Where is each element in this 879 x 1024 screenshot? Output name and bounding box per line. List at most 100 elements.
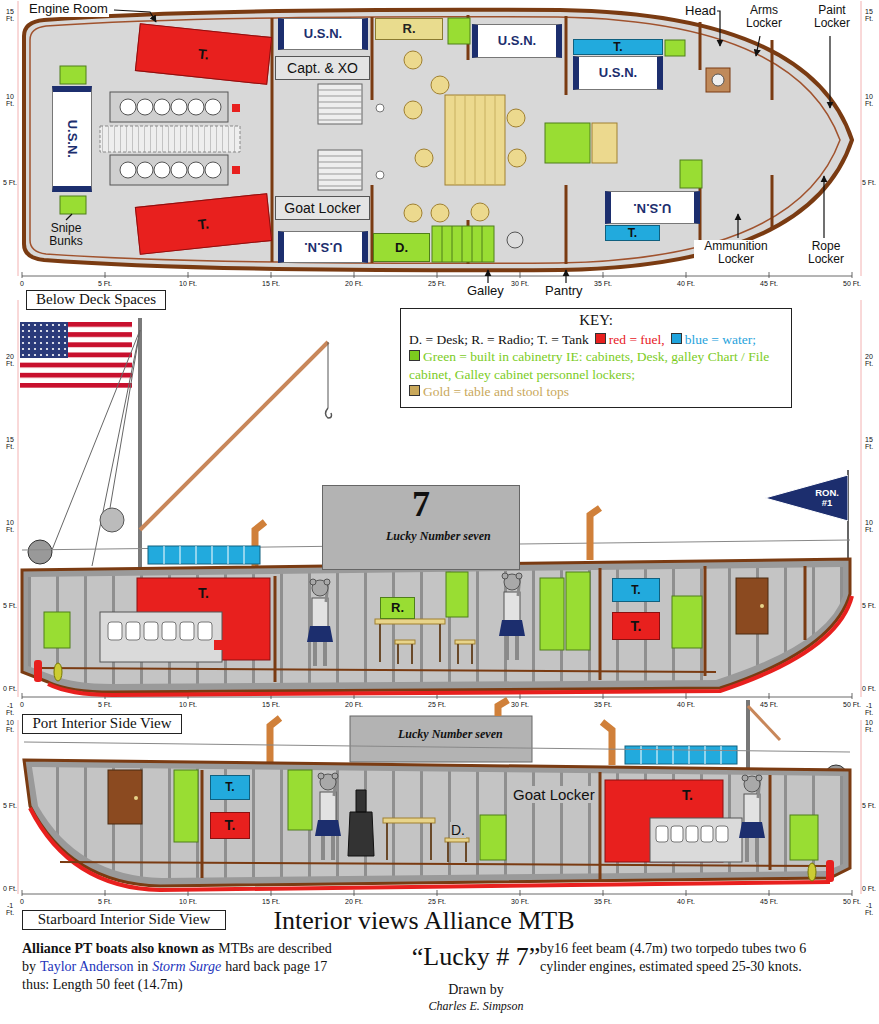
legend-item: blue = water; xyxy=(671,332,756,347)
plan-view-part xyxy=(120,99,221,178)
port-view-part xyxy=(455,640,475,644)
node-text: U.S.N. xyxy=(599,66,637,80)
note-text: in xyxy=(137,959,148,974)
plan-view-part-part xyxy=(823,176,824,238)
node-text: R. xyxy=(403,22,416,36)
port-view-part xyxy=(328,342,329,408)
ruler-label: 45 Ft. xyxy=(760,280,778,288)
ruler-label: 0 xyxy=(20,280,24,288)
callout-label: Galley xyxy=(466,284,505,299)
plan-view-part xyxy=(592,123,617,163)
starboard-view-part xyxy=(202,770,770,880)
port-view-part xyxy=(446,572,468,617)
ruler-label: 45 Ft. xyxy=(760,898,778,906)
ruler-label: 15 Ft. xyxy=(3,8,17,23)
plan-view-part xyxy=(442,226,482,262)
note-text: Alliance PT boats also known as xyxy=(22,941,214,956)
plan-view-part-part xyxy=(205,99,221,115)
bunk: U.S.N. xyxy=(472,24,562,58)
legend-text: Green = built in cabinetry IE: cabinets,… xyxy=(409,349,769,382)
callout-label: Drawn by xyxy=(448,982,504,998)
legend-text: blue = water; xyxy=(685,332,756,347)
ruler-label: 5 Ft. xyxy=(3,802,17,809)
fuel-tank: T. xyxy=(137,578,270,610)
node-text: D. xyxy=(395,241,408,255)
starboard-view-part xyxy=(24,760,850,886)
water-tank: T. xyxy=(612,578,660,602)
ruler-label: 0 xyxy=(20,701,24,709)
starboard-view-part xyxy=(315,773,341,860)
starboard-view-part xyxy=(174,770,198,842)
node-text: T. xyxy=(225,781,234,794)
plan-view-part xyxy=(318,84,362,124)
ruler-label: 15 Ft. xyxy=(262,898,280,906)
node-text: Port Interior Side View xyxy=(32,716,171,732)
ruler-label: 10 Ft. xyxy=(862,719,876,734)
starboard-view-part-part xyxy=(701,826,713,842)
plan-view-part xyxy=(60,196,86,214)
view-caption: Starboard Interior Side View xyxy=(22,910,226,930)
ruler-label: 5 Ft. xyxy=(3,602,17,609)
legend-item: Green = built in cabinetry IE: cabinets,… xyxy=(409,348,783,383)
compartment-box: Goat Locker xyxy=(275,196,370,220)
callout-label: Engine Room xyxy=(28,2,109,17)
ruler-label: 20 Ft. xyxy=(345,898,363,906)
legend-swatch xyxy=(671,333,682,344)
view-caption: Below Deck Spaces xyxy=(26,290,166,310)
port-view-part xyxy=(40,668,716,672)
ruler-label: 25 Ft. xyxy=(428,701,446,709)
legend-swatch xyxy=(409,385,420,396)
starboard-view-part xyxy=(641,746,721,764)
callout-label: D. xyxy=(450,822,466,838)
plan-view-part xyxy=(376,104,384,112)
starboard-view-part xyxy=(746,700,750,768)
radio-box: R. xyxy=(375,18,443,40)
plan-view xyxy=(18,1,861,283)
ruler-label: 15 Ft. xyxy=(262,280,280,288)
water-tank: T. xyxy=(605,225,660,241)
starboard-view-part xyxy=(30,808,830,890)
port-view-part xyxy=(736,578,768,634)
ruler-label: 5 Ft. xyxy=(3,179,17,186)
port-view-part xyxy=(140,342,328,530)
node-text: U.S.N. xyxy=(304,240,342,254)
ruler-label: 20 Ft. xyxy=(862,353,876,368)
port-view-part-part xyxy=(180,622,194,640)
key-text: D. = Desk; R. = Radio; T. = Tank xyxy=(409,332,589,347)
ruler-label: 5 Ft. xyxy=(862,179,876,186)
plan-view-part xyxy=(445,95,505,185)
port-view-part xyxy=(54,663,62,681)
plan-view-part xyxy=(507,232,523,248)
ruler-label: 5 Ft. xyxy=(862,602,876,609)
plan-view-part xyxy=(455,95,495,185)
plan-view-part-part xyxy=(171,99,187,115)
bunk: U.S.N. xyxy=(278,231,368,263)
plan-view-part-part xyxy=(756,36,760,56)
node-text: Capt. & XO xyxy=(287,61,358,76)
bunk: U.S.N. xyxy=(278,18,368,50)
starboard-view-part xyxy=(656,826,728,842)
port-view-part xyxy=(375,619,445,624)
callout-label: Charles E. Simpson xyxy=(428,1000,523,1014)
starboard-view-part-part xyxy=(686,826,698,842)
ruler-label: 15 Ft. xyxy=(3,436,17,451)
pennant-flag: RON. #1 xyxy=(765,475,848,521)
bunk: U.S.N. xyxy=(52,86,92,192)
ruler-label: 10 Ft. xyxy=(862,93,876,108)
callout-label: Lucky Number seven xyxy=(398,728,503,742)
port-view-part xyxy=(18,300,861,697)
callout-label: Pantry xyxy=(544,284,584,299)
starboard-view-part xyxy=(383,818,435,823)
ruler-label: 10 Ft. xyxy=(179,898,197,906)
plan-view-part-part xyxy=(431,204,449,222)
ruler-label: 50 Ft. xyxy=(843,280,861,288)
callout-label: Lucky Number seven xyxy=(386,530,491,544)
key-heading: KEY: xyxy=(409,311,783,331)
plan-view-part-part xyxy=(431,76,449,94)
plan-view-part-part xyxy=(120,99,136,115)
desk-cabinet: D. xyxy=(373,233,430,262)
port-view-part xyxy=(540,578,564,650)
plan-view-part xyxy=(272,15,772,264)
plan-view-part xyxy=(100,126,240,152)
starboard-view-part xyxy=(650,818,742,862)
